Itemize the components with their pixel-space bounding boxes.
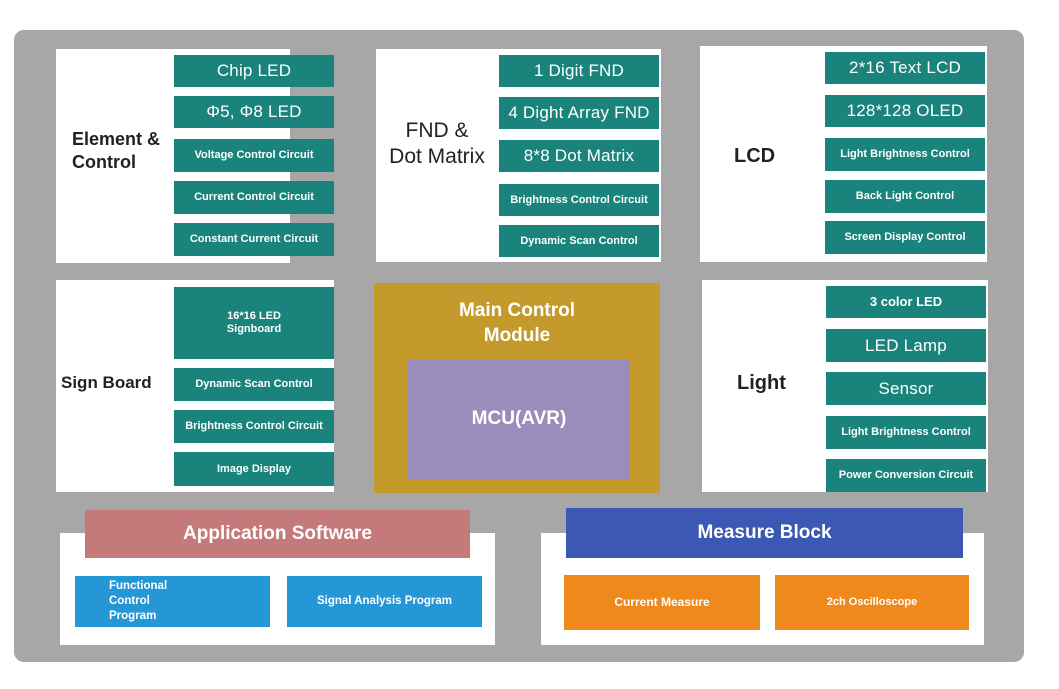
four-digit-fnd-box: 4 Dight Array FND [499, 97, 659, 129]
signboard-brightness-box: Brightness Control Circuit [174, 410, 334, 443]
lcd-brightness-box: Light Brightness Control [825, 138, 985, 171]
image-display-box: Image Display [174, 452, 334, 486]
constant-current-box: Constant Current Circuit [174, 223, 334, 256]
fnd-dynamic-scan-box: Dynamic Scan Control [499, 225, 659, 257]
signal-analysis-program-box: Signal Analysis Program [287, 576, 482, 627]
oscilloscope-box: 2ch Oscilloscope [775, 575, 969, 630]
main-control-title: Main Control Module [458, 300, 576, 346]
dot-matrix-box: 8*8 Dot Matrix [499, 140, 659, 172]
light-brightness-box: Light Brightness Control [826, 416, 986, 449]
functional-control-program-label: Functional Control Program [109, 580, 168, 622]
back-light-box: Back Light Control [825, 180, 985, 213]
text-lcd-box: 2*16 Text LCD [825, 52, 985, 84]
chip-led-box: Chip LED [174, 55, 334, 87]
oled-box: 128*128 OLED [825, 95, 985, 127]
application-software-header: Application Software [85, 510, 470, 558]
measure-block-header: Measure Block [566, 508, 963, 558]
led-lamp-box: LED Lamp [826, 329, 986, 362]
fnd-brightness-box: Brightness Control Circuit [499, 184, 659, 216]
voltage-control-box: Voltage Control Circuit [174, 139, 334, 172]
three-color-led-box: 3 color LED [826, 286, 986, 318]
screen-display-box: Screen Display Control [825, 221, 985, 254]
current-measure-box: Current Measure [564, 575, 760, 630]
mcu-block: MCU(AVR) [408, 359, 630, 479]
element-control-label: Element & Control [72, 129, 161, 172]
sensor-box: Sensor [826, 372, 986, 405]
phi-led-box: Φ5, Φ8 LED [174, 96, 334, 128]
fnd-label: FND & Dot Matrix [389, 119, 485, 169]
lcd-label: LCD [734, 145, 776, 167]
main-control-module: Main Control Module MCU(AVR) [374, 283, 660, 493]
signboard-dynamic-scan-box: Dynamic Scan Control [174, 368, 334, 401]
light-label: Light [737, 372, 786, 394]
current-control-box: Current Control Circuit [174, 181, 334, 214]
led-signboard-box: 16*16 LED Signboard [174, 287, 334, 359]
functional-control-program-box: Functional Control Program [75, 576, 270, 627]
one-digit-fnd-box: 1 Digit FND [499, 55, 659, 87]
sign-board-label: Sign Board [61, 373, 152, 392]
power-conversion-box: Power Conversion Circuit [826, 459, 986, 492]
